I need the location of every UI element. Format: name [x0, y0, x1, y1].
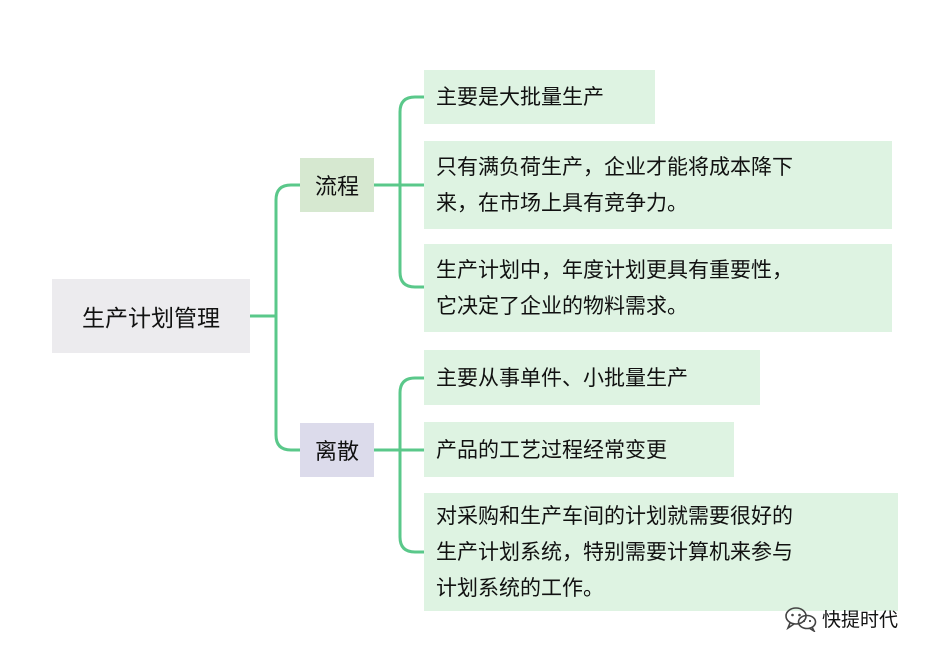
leaf-text-line: 生产计划系统，特别需要计算机来参与 — [436, 540, 793, 564]
connector-lisan-to-leaf3 — [398, 448, 426, 554]
leaf-text-line: 只有满负荷生产，企业才能将成本降下 — [436, 155, 793, 179]
connector-liucheng-to-leaf1 — [398, 95, 426, 187]
connector-root-to-lisan — [274, 314, 302, 452]
leaf-text-line: 生产计划中，年度计划更具有重要性， — [436, 258, 793, 282]
leaf-node: 生产计划中，年度计划更具有重要性， 它决定了企业的物料需求。 — [424, 244, 892, 332]
leaf-node: 对采购和生产车间的计划就需要很好的 生产计划系统，特别需要计算机来参与 计划系统… — [424, 493, 898, 611]
leaf-node: 产品的工艺过程经常变更 — [424, 422, 734, 477]
watermark: 快提时代 — [784, 605, 898, 632]
connector-liucheng-to-leaf3 — [398, 183, 426, 289]
leaf-node: 主要从事单件、小批量生产 — [424, 350, 760, 405]
branch-node-lisan: 离散 — [300, 423, 374, 477]
root-node: 生产计划管理 — [52, 279, 250, 353]
leaf-node: 主要是大批量生产 — [424, 70, 655, 124]
leaf-text-line: 主要从事单件、小批量生产 — [436, 365, 688, 390]
leaf-text-line: 主要是大批量生产 — [436, 85, 604, 109]
leaf-node: 只有满负荷生产，企业才能将成本降下 来，在市场上具有竞争力。 — [424, 141, 892, 229]
leaf-text-line: 它决定了企业的物料需求。 — [436, 294, 688, 318]
leaf-text-line: 对采购和生产车间的计划就需要很好的 — [436, 504, 793, 528]
branch-node-label: 流程 — [314, 175, 359, 200]
wechat-icon — [785, 606, 817, 632]
branch-node-label: 离散 — [314, 440, 359, 465]
connector-root-to-liucheng — [274, 183, 302, 318]
root-node-label: 生产计划管理 — [82, 306, 220, 332]
watermark-text: 快提时代 — [822, 609, 899, 631]
branch-node-liucheng: 流程 — [300, 158, 374, 212]
leaf-text-line: 产品的工艺过程经常变更 — [436, 437, 667, 462]
connector-lisan-to-leaf1 — [398, 376, 426, 452]
leaf-text-line: 计划系统的工作。 — [436, 576, 604, 600]
leaf-text-line: 来，在市场上具有竞争力。 — [436, 191, 688, 215]
